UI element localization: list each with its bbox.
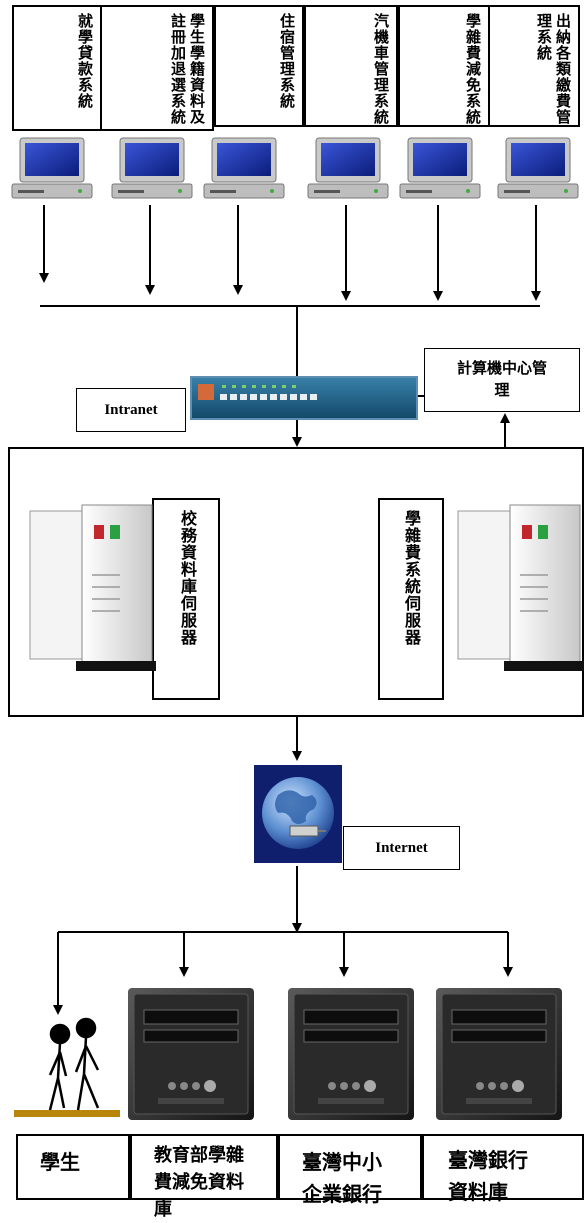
workstation-icon — [111, 137, 193, 199]
endpoint-box-smbank: 臺灣中小企業銀行 — [278, 1134, 422, 1206]
fee-server-icon — [457, 504, 584, 672]
system-label-vehicle: 汽機車管理系統 — [372, 13, 390, 125]
endpoint-box-bot: 臺灣銀行資料庫 — [422, 1134, 584, 1204]
system-label-registration: 學生學籍資料及註冊加退選系統 — [169, 13, 206, 125]
system-box-fee-reduction: 學雜費減免系統 — [398, 5, 490, 127]
system-box-vehicle: 汽機車管理系統 — [304, 5, 398, 127]
internet-globe-icon — [254, 765, 342, 863]
workstation-icon — [497, 137, 579, 199]
intranet-label: Intranet — [76, 388, 186, 432]
campus-db-server-icon — [29, 504, 157, 672]
students-figure-icon — [14, 1017, 120, 1117]
system-label-dormitory: 住宿管理系統 — [278, 13, 296, 109]
internet-label: Internet — [343, 826, 460, 870]
computer-center-label: 計算機中心管理 — [424, 348, 580, 412]
system-label-cashier: 出納各類繳費管理系統 — [535, 13, 572, 125]
workstation-icon — [399, 137, 481, 199]
system-box-registration: 學生學籍資料及註冊加退選系統 — [100, 5, 214, 131]
workstation-icon — [307, 137, 389, 199]
system-label-loan: 就學貸款系統 — [76, 13, 94, 109]
endpoint-box-student: 學生 — [16, 1134, 130, 1200]
network-switch-icon — [190, 376, 418, 420]
fee-server-label-box: 學雜費系統伺服器 — [378, 498, 444, 700]
system-box-dormitory: 住宿管理系統 — [214, 5, 304, 127]
workstation-icon — [11, 137, 93, 199]
endpoint-label-student: 學生 — [40, 1150, 80, 1174]
moe-database-server-icon — [127, 987, 255, 1121]
system-box-cashier: 出納各類繳費管理系統 — [488, 5, 580, 127]
campus-db-server-label-box: 校務資料庫伺服器 — [152, 498, 220, 700]
system-box-loan: 就學貸款系統 — [12, 5, 102, 131]
campus-db-server-label: 校務資料庫伺服器 — [178, 510, 197, 646]
bank-of-taiwan-server-icon — [435, 987, 563, 1121]
sme-bank-server-icon — [287, 987, 415, 1121]
fee-server-label: 學雜費系統伺服器 — [402, 510, 421, 646]
endpoint-box-moe: 教育部學雜費減免資料庫 — [130, 1134, 278, 1220]
workstation-icon — [203, 137, 285, 199]
system-label-fee-reduction: 學雜費減免系統 — [464, 13, 482, 125]
